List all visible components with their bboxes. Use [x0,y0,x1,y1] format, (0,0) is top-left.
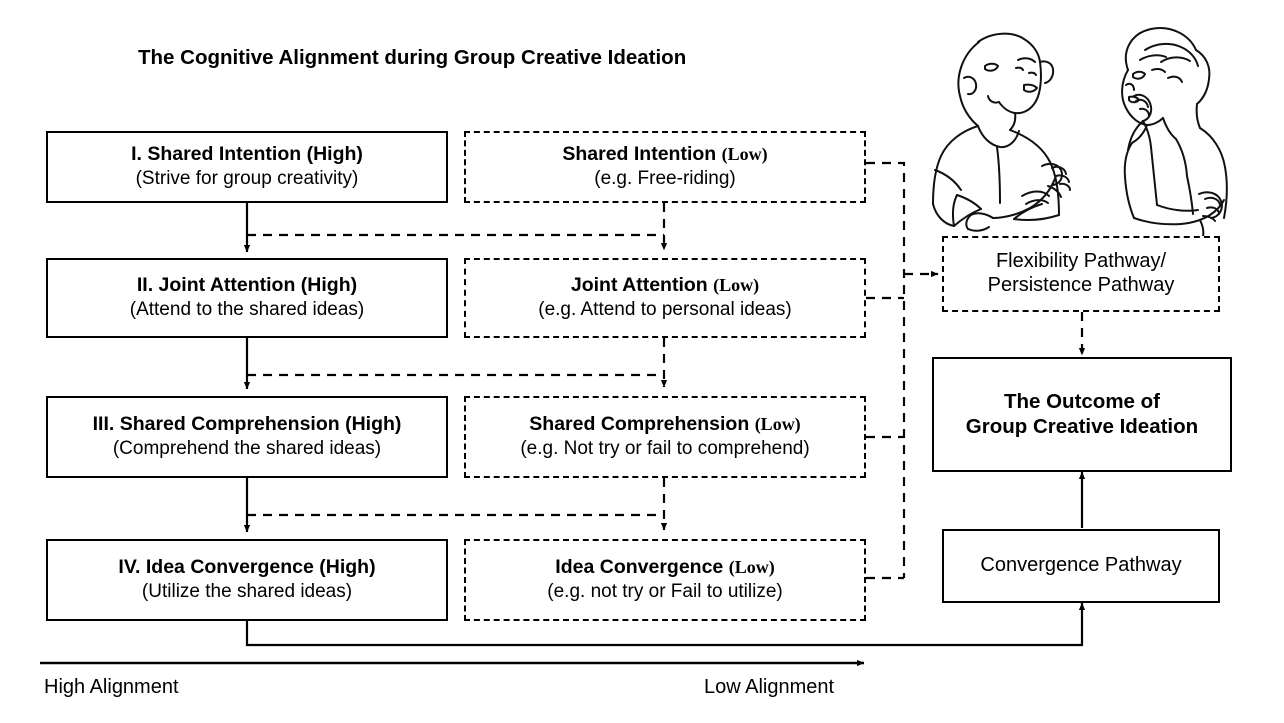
node-title-name: Idea Convergence [555,556,724,579]
node-level: (Low) [721,144,768,165]
node-subtitle: (e.g. Not try or fail to comprehend) [520,438,810,460]
pathway-line-2: Persistence Pathway [987,274,1175,296]
node-title: Idea Convergence (Low) [555,556,774,579]
convergence-pathway-label: Convergence Pathway [980,554,1182,577]
node-subtitle: (Utilize the shared ideas) [141,581,353,603]
node-outcome-group-creative-ideation[interactable]: The Outcome of Group Creative Ideation [932,357,1232,472]
axis-label-low-alignment: Low Alignment [704,676,835,698]
node-title: IV. Idea Convergence (High) [118,556,376,579]
node-shared-intention-low[interactable]: Shared Intention (Low) (e.g. Free-riding… [464,131,866,203]
node-subtitle: (e.g. Attend to personal ideas) [538,299,792,321]
node-subtitle: (e.g. not try or Fail to utilize) [547,581,783,603]
node-shared-intention-high[interactable]: I. Shared Intention (High) (Strive for g… [46,131,448,203]
node-title-name: Shared Comprehension [529,413,750,436]
axis-label-high-alignment: High Alignment [44,676,179,698]
outcome-line-1: The Outcome of [1003,390,1161,414]
pathway-line-1: Flexibility Pathway/ [995,250,1167,273]
node-title: III. Shared Comprehension (High) [92,413,402,436]
outcome-line-2: Group Creative Ideation [965,414,1199,438]
node-title: Shared Comprehension (Low) [529,413,800,436]
node-convergence-pathway[interactable]: Convergence Pathway [942,529,1220,603]
node-subtitle: (e.g. Free-riding) [594,168,736,190]
node-title-name: Shared Intention [562,143,717,166]
node-subtitle: (Strive for group creativity) [135,168,359,190]
page-title: The Cognitive Alignment during Group Cre… [138,46,687,69]
node-level: (Low) [754,414,801,435]
node-subtitle: (Attend to the shared ideas) [129,299,365,321]
node-level: (Low) [713,275,760,296]
node-joint-attention-low[interactable]: Joint Attention (Low) (e.g. Attend to pe… [464,258,866,338]
people-illustration-art [932,27,1228,238]
node-idea-convergence-high[interactable]: IV. Idea Convergence (High) (Utilize the… [46,539,448,621]
node-title: I. Shared Intention (High) [131,143,363,166]
node-joint-attention-high[interactable]: II. Joint Attention (High) (Attend to th… [46,258,448,338]
node-shared-comprehension-low[interactable]: Shared Comprehension (Low) (e.g. Not try… [464,396,866,478]
node-title: II. Joint Attention (High) [136,274,358,297]
node-idea-convergence-low[interactable]: Idea Convergence (Low) (e.g. not try or … [464,539,866,621]
node-title: Shared Intention (Low) [562,143,767,166]
node-subtitle: (Comprehend the shared ideas) [112,438,382,460]
node-level: (Low) [728,557,775,578]
node-flexibility-persistence-pathway[interactable]: Flexibility Pathway/ Persistence Pathway [942,236,1220,312]
node-title-name: Joint Attention [570,274,708,297]
node-title: Joint Attention (Low) [571,274,759,297]
node-shared-comprehension-high[interactable]: III. Shared Comprehension (High) (Compre… [46,396,448,478]
